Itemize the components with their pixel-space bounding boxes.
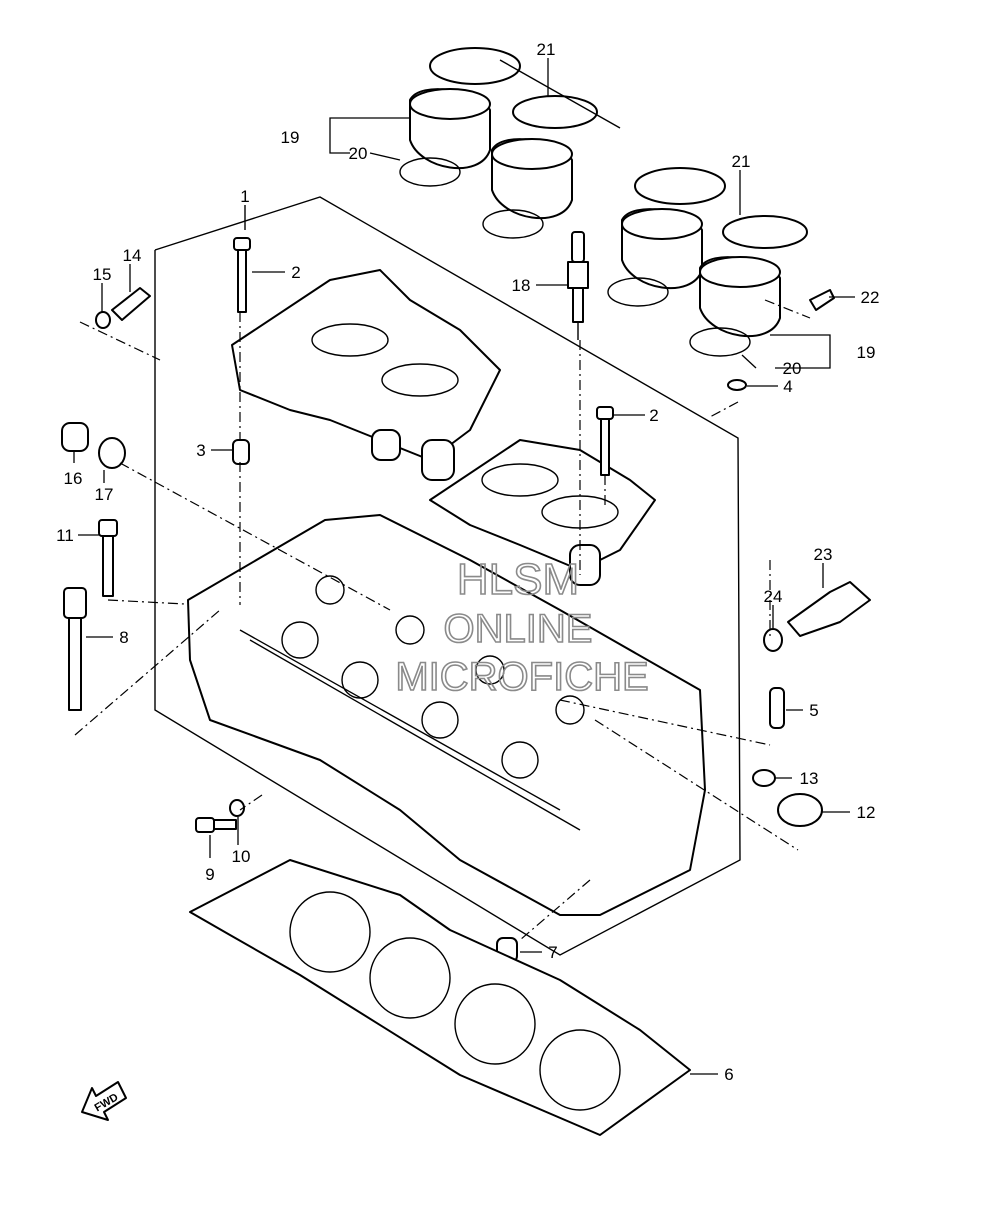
callout-21b: 21 [732, 152, 751, 171]
cam-holder-upper [231, 269, 501, 481]
callout-19b: 19 [857, 343, 876, 362]
cylinder-head-gasket [189, 859, 691, 1136]
callout-19a: 19 [281, 128, 300, 147]
callout-6: 6 [724, 1065, 733, 1084]
intake-boots-right [607, 167, 808, 357]
callout-22: 22 [861, 288, 880, 307]
cylinder-head [187, 514, 706, 916]
fitting-14 [111, 287, 151, 321]
callout-18: 18 [512, 276, 531, 295]
dowel-pin-3 [232, 439, 250, 465]
fwd-arrow-icon: FWD [81, 1081, 127, 1121]
callout-2b: 2 [649, 406, 658, 425]
callout-3: 3 [196, 441, 205, 460]
callout-16: 16 [64, 469, 83, 488]
callout-17: 17 [95, 485, 114, 504]
callout-12: 12 [857, 803, 876, 822]
oring-12 [777, 793, 823, 827]
callout-4: 4 [783, 377, 792, 396]
callout-13: 13 [800, 769, 819, 788]
bolt-9 [195, 817, 237, 833]
washer-10 [229, 799, 245, 817]
watermark-line-1: HLSM [457, 555, 579, 604]
washer-4 [727, 379, 747, 391]
center-lines [74, 299, 811, 941]
assembly-frame [154, 196, 741, 956]
cam-holder-bolt-a [233, 237, 251, 313]
callout-labels: 1 2 2 3 4 5 6 7 8 9 10 11 12 13 14 15 16… [56, 40, 879, 1084]
callout-23: 23 [814, 545, 833, 564]
head-bolt-8 [63, 587, 87, 711]
callout-20a: 20 [349, 144, 368, 163]
watermark-line-3: MICROFICHE [395, 655, 648, 699]
oring-15 [95, 311, 111, 329]
callout-11: 11 [56, 526, 74, 545]
callout-2a: 2 [291, 263, 300, 282]
callout-8: 8 [119, 628, 128, 647]
washer-24 [763, 628, 783, 652]
gasket-17 [98, 437, 126, 469]
oil-plug-16 [61, 422, 89, 452]
callout-24: 24 [764, 587, 783, 606]
callout-21a: 21 [537, 40, 556, 59]
callout-15: 15 [93, 265, 112, 284]
callout-14: 14 [123, 246, 142, 265]
intake-boots-left [399, 47, 621, 239]
pipe-5 [769, 687, 785, 729]
callout-5: 5 [809, 701, 818, 720]
watermark-line-2: ONLINE [444, 607, 593, 651]
leader-lines [73, 58, 855, 1075]
temp-sensor-23 [787, 581, 871, 637]
spark-plug [567, 231, 589, 340]
screw-22 [809, 289, 835, 311]
oring-13 [752, 769, 776, 787]
callout-1: 1 [240, 187, 249, 206]
callout-10: 10 [232, 847, 251, 866]
head-bolt-11 [98, 519, 118, 597]
watermark: HLSM ONLINE MICROFICHE [395, 554, 650, 700]
callout-9: 9 [205, 865, 214, 884]
callout-7: 7 [548, 943, 557, 962]
callout-20b: 20 [783, 359, 802, 378]
